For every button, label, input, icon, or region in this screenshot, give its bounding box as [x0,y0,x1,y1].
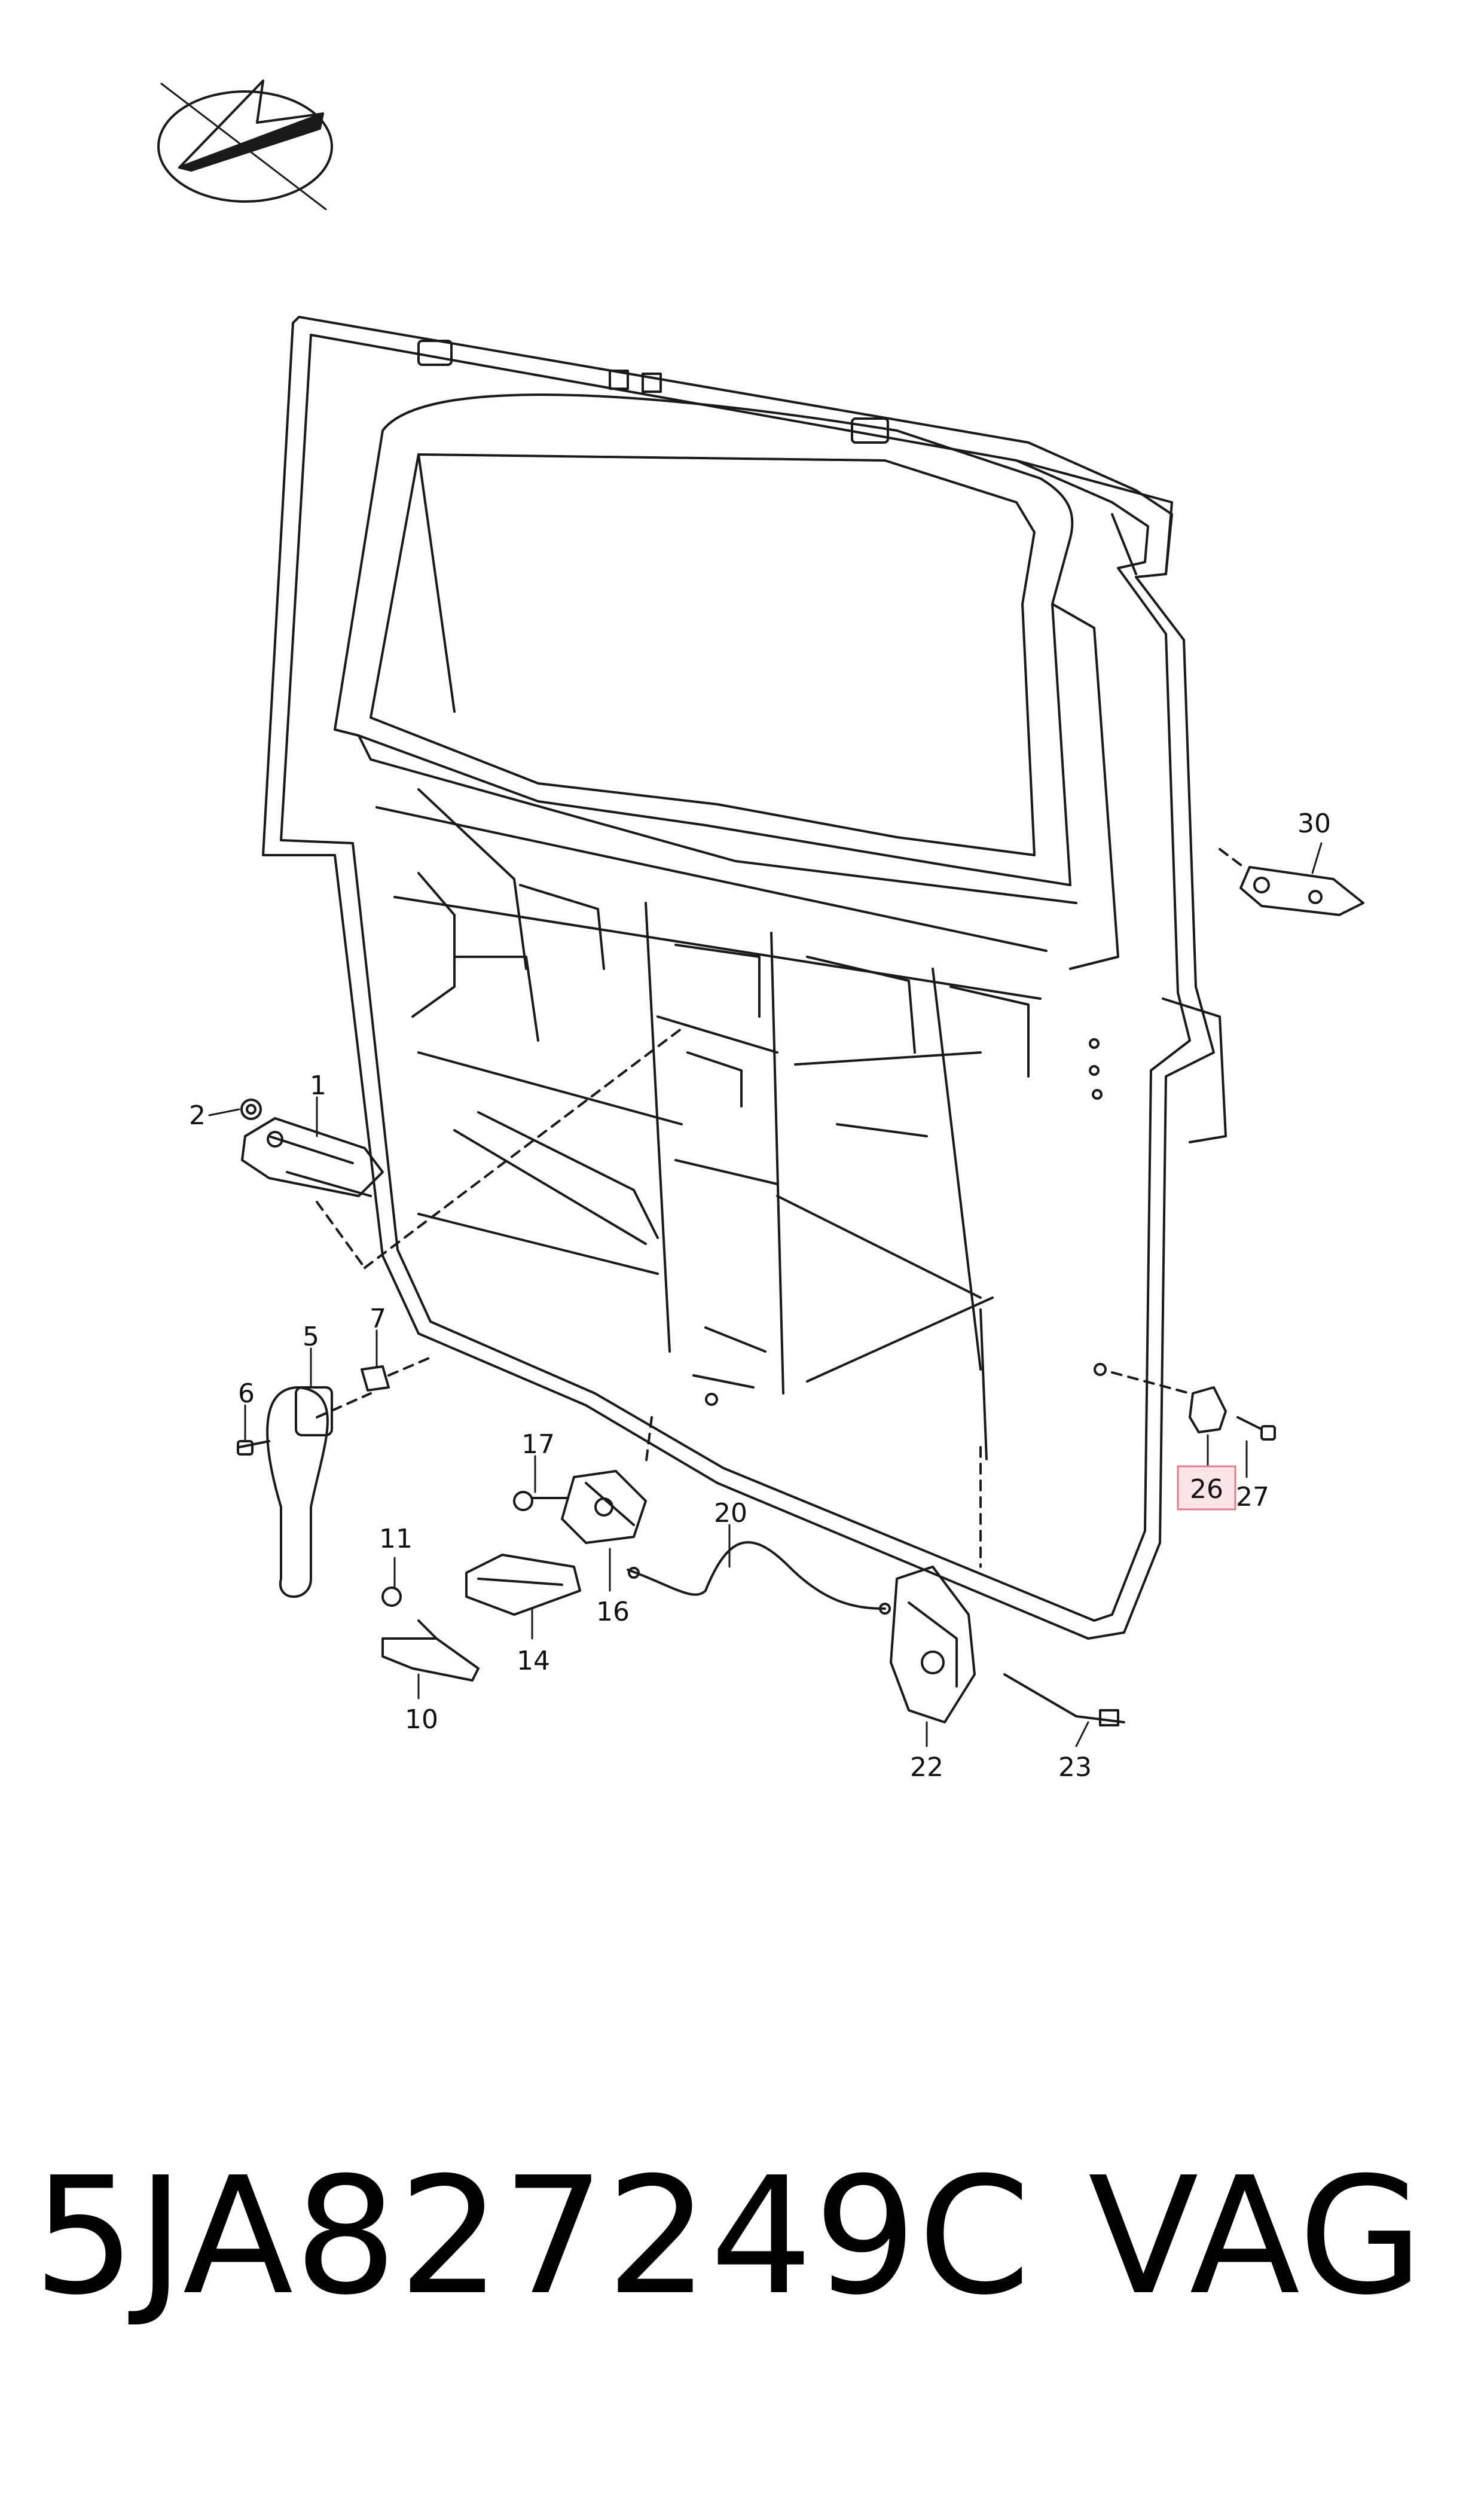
callout-14: 14 [517,1646,550,1676]
brand-caption: VAG [1088,2142,1425,2330]
brand-logo-icon [157,80,333,210]
part-17-bolt [513,1491,569,1511]
part-7-clip [361,1356,432,1392]
callout-2: 2 [189,1100,206,1131]
callout-6: 6 [238,1378,255,1409]
callout-labels: 30 2 1 5 7 6 17 20 26 27 11 16 14 10 22 … [189,809,1331,1783]
part-26-buffer [1111,1371,1227,1433]
callout-16: 16 [596,1597,630,1627]
callout-30: 30 [1297,809,1331,839]
part-2-nut [240,1099,262,1120]
callout-27: 27 [1236,1482,1269,1512]
callout-22: 22 [910,1752,943,1783]
part-20-cable [627,1541,891,1615]
tailgate-frame [262,316,1227,1640]
callout-23: 23 [1058,1752,1092,1783]
part-1-handle [241,1027,683,1269]
callout-5: 5 [303,1322,319,1352]
part-5-strap [266,1386,372,1598]
callout-11: 11 [379,1524,413,1554]
callout-10: 10 [405,1704,438,1735]
part-30-sensor [1219,848,1364,916]
callout-26: 26 [1190,1474,1223,1505]
callout-20: 20 [714,1498,747,1528]
part-11-nut [381,1587,402,1607]
callout-17: 17 [521,1429,555,1460]
part-22-actuator [890,1446,982,1723]
callout-7: 7 [370,1304,386,1334]
part-14-bracket [465,1554,581,1616]
callout-leaders [208,842,1323,1747]
part-10-striker [381,1619,480,1682]
callout-1: 1 [310,1070,326,1101]
highlight-box-26 [1177,1465,1236,1511]
part-6-bolt [237,1440,270,1456]
part-16-lock [561,1416,653,1544]
part-number-caption: 5JA827249C [33,2142,1032,2330]
part-23-wire-tie [1003,1673,1125,1726]
part-27-bolt [1236,1416,1276,1441]
